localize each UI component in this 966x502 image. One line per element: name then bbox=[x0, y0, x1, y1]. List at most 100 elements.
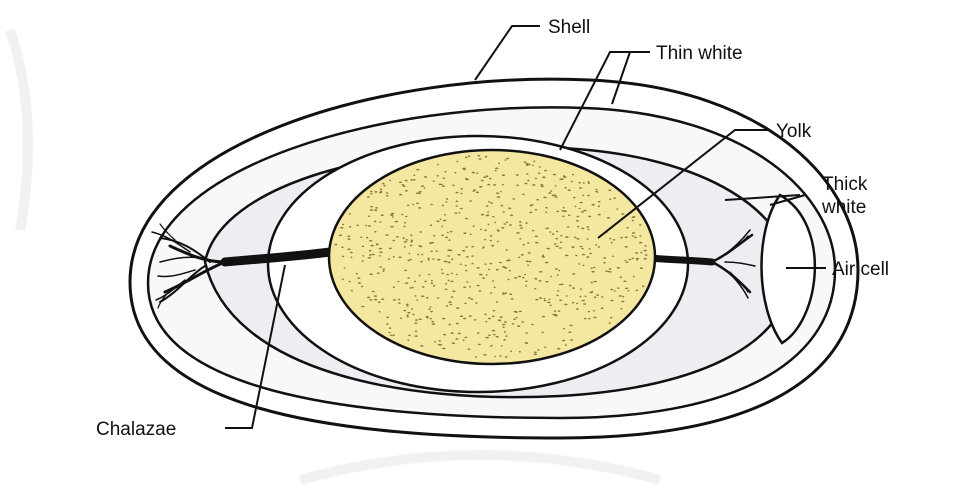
yolk-dot bbox=[502, 326, 504, 328]
yolk-dot bbox=[456, 205, 458, 207]
label-thick-white-2: white bbox=[821, 197, 866, 218]
yolk-dot bbox=[424, 187, 426, 189]
yolk-dot bbox=[441, 273, 443, 275]
yolk-dot bbox=[506, 222, 508, 224]
yolk-dot bbox=[519, 225, 522, 227]
yolk-dot bbox=[370, 191, 373, 193]
yolk-dot bbox=[465, 265, 467, 267]
yolk-dot bbox=[502, 184, 504, 186]
label-air-cell: Air cell bbox=[832, 259, 889, 280]
yolk-dot bbox=[509, 270, 511, 272]
yolk-dot bbox=[478, 344, 481, 346]
yolk-dot bbox=[484, 230, 487, 232]
yolk-dot bbox=[413, 174, 415, 176]
yolk-dot bbox=[482, 277, 485, 279]
yolk-dot bbox=[463, 318, 466, 320]
yolk-dot bbox=[598, 214, 601, 216]
yolk-dot bbox=[416, 169, 419, 171]
yolk-dot bbox=[490, 263, 493, 265]
yolk-dot bbox=[620, 308, 622, 310]
yolk-dot bbox=[456, 323, 459, 325]
yolk-dot bbox=[456, 307, 459, 309]
yolk-dot bbox=[362, 255, 364, 257]
yolk-dot bbox=[421, 295, 425, 297]
yolk-dot bbox=[560, 235, 562, 237]
yolk-dot bbox=[480, 186, 483, 188]
yolk-dot bbox=[369, 240, 372, 242]
yolk-dot bbox=[471, 255, 474, 257]
yolk-dot bbox=[569, 285, 572, 287]
yolk-dot bbox=[579, 187, 582, 189]
yolk-dot bbox=[518, 257, 520, 259]
yolk-dot bbox=[410, 245, 413, 247]
yolk-dot bbox=[395, 221, 398, 223]
yolk-dot bbox=[349, 226, 351, 228]
yolk-dot bbox=[344, 267, 346, 269]
yolk-dot bbox=[407, 312, 410, 314]
yolk-dot bbox=[430, 224, 432, 226]
yolk-dot bbox=[477, 332, 480, 334]
yolk-dot bbox=[645, 254, 648, 256]
yolk-dot bbox=[440, 219, 442, 221]
yolk-dot bbox=[522, 194, 525, 196]
yolk-dot bbox=[409, 287, 412, 289]
yolk-dot bbox=[631, 258, 634, 260]
yolk-dot bbox=[488, 335, 491, 337]
yolk-dot bbox=[598, 201, 601, 203]
yolk-dot bbox=[372, 291, 375, 293]
yolk-dot bbox=[620, 237, 623, 239]
yolk-dot bbox=[509, 293, 512, 295]
yolk-dot bbox=[349, 281, 351, 283]
yolk-dot bbox=[499, 262, 502, 264]
yolk-dot bbox=[436, 175, 439, 177]
yolk-dot bbox=[392, 216, 394, 218]
yolk-dot bbox=[450, 304, 453, 306]
yolk-dot bbox=[441, 226, 443, 228]
yolk-dot bbox=[403, 310, 406, 312]
yolk-dot bbox=[510, 351, 512, 353]
yolk-dot bbox=[603, 262, 606, 264]
yolk-dot bbox=[444, 214, 446, 216]
yolk-dot bbox=[619, 295, 622, 297]
yolk-dot bbox=[543, 298, 545, 300]
yolk-dot bbox=[640, 267, 643, 269]
yolk-dot bbox=[644, 245, 646, 247]
yolk-dot bbox=[532, 184, 535, 186]
yolk-dot bbox=[404, 241, 407, 243]
yolk-dot bbox=[430, 282, 433, 284]
yolk-dot bbox=[598, 206, 600, 208]
yolk-dot bbox=[587, 181, 589, 183]
yolk-dot bbox=[356, 225, 359, 227]
yolk-dot bbox=[534, 288, 536, 290]
yolk-dot bbox=[487, 211, 489, 213]
yolk-dot bbox=[497, 230, 500, 232]
yolk-dot bbox=[441, 235, 444, 237]
yolk-dot bbox=[389, 248, 392, 250]
yolk-dot bbox=[490, 240, 492, 242]
yolk-dot bbox=[624, 260, 626, 262]
yolk-dot bbox=[401, 214, 403, 216]
yolk-dot bbox=[545, 262, 549, 264]
yolk-dot bbox=[383, 185, 385, 187]
yolk-dot bbox=[576, 238, 579, 240]
yolk-dot bbox=[559, 300, 562, 302]
yolk-dot bbox=[386, 195, 389, 197]
yolk-dot bbox=[612, 255, 614, 257]
yolk-dot bbox=[544, 300, 547, 302]
yolk-dot bbox=[557, 348, 560, 350]
yolk-dot bbox=[463, 340, 465, 342]
yolk-dot bbox=[588, 311, 590, 313]
yolk-dot bbox=[460, 193, 462, 195]
yolk-dot bbox=[442, 348, 445, 350]
yolk-dot bbox=[490, 202, 493, 204]
yolk-dot bbox=[416, 299, 418, 301]
yolk-dot bbox=[586, 226, 589, 228]
yolk-dot bbox=[565, 187, 567, 189]
yolk-dot bbox=[445, 283, 447, 285]
yolk-dot bbox=[448, 262, 451, 264]
yolk-dot bbox=[506, 260, 509, 262]
yolk-dot bbox=[389, 327, 391, 329]
yolk-dot bbox=[566, 295, 568, 297]
yolk-dot bbox=[374, 221, 377, 223]
yolk-dot bbox=[493, 310, 495, 312]
